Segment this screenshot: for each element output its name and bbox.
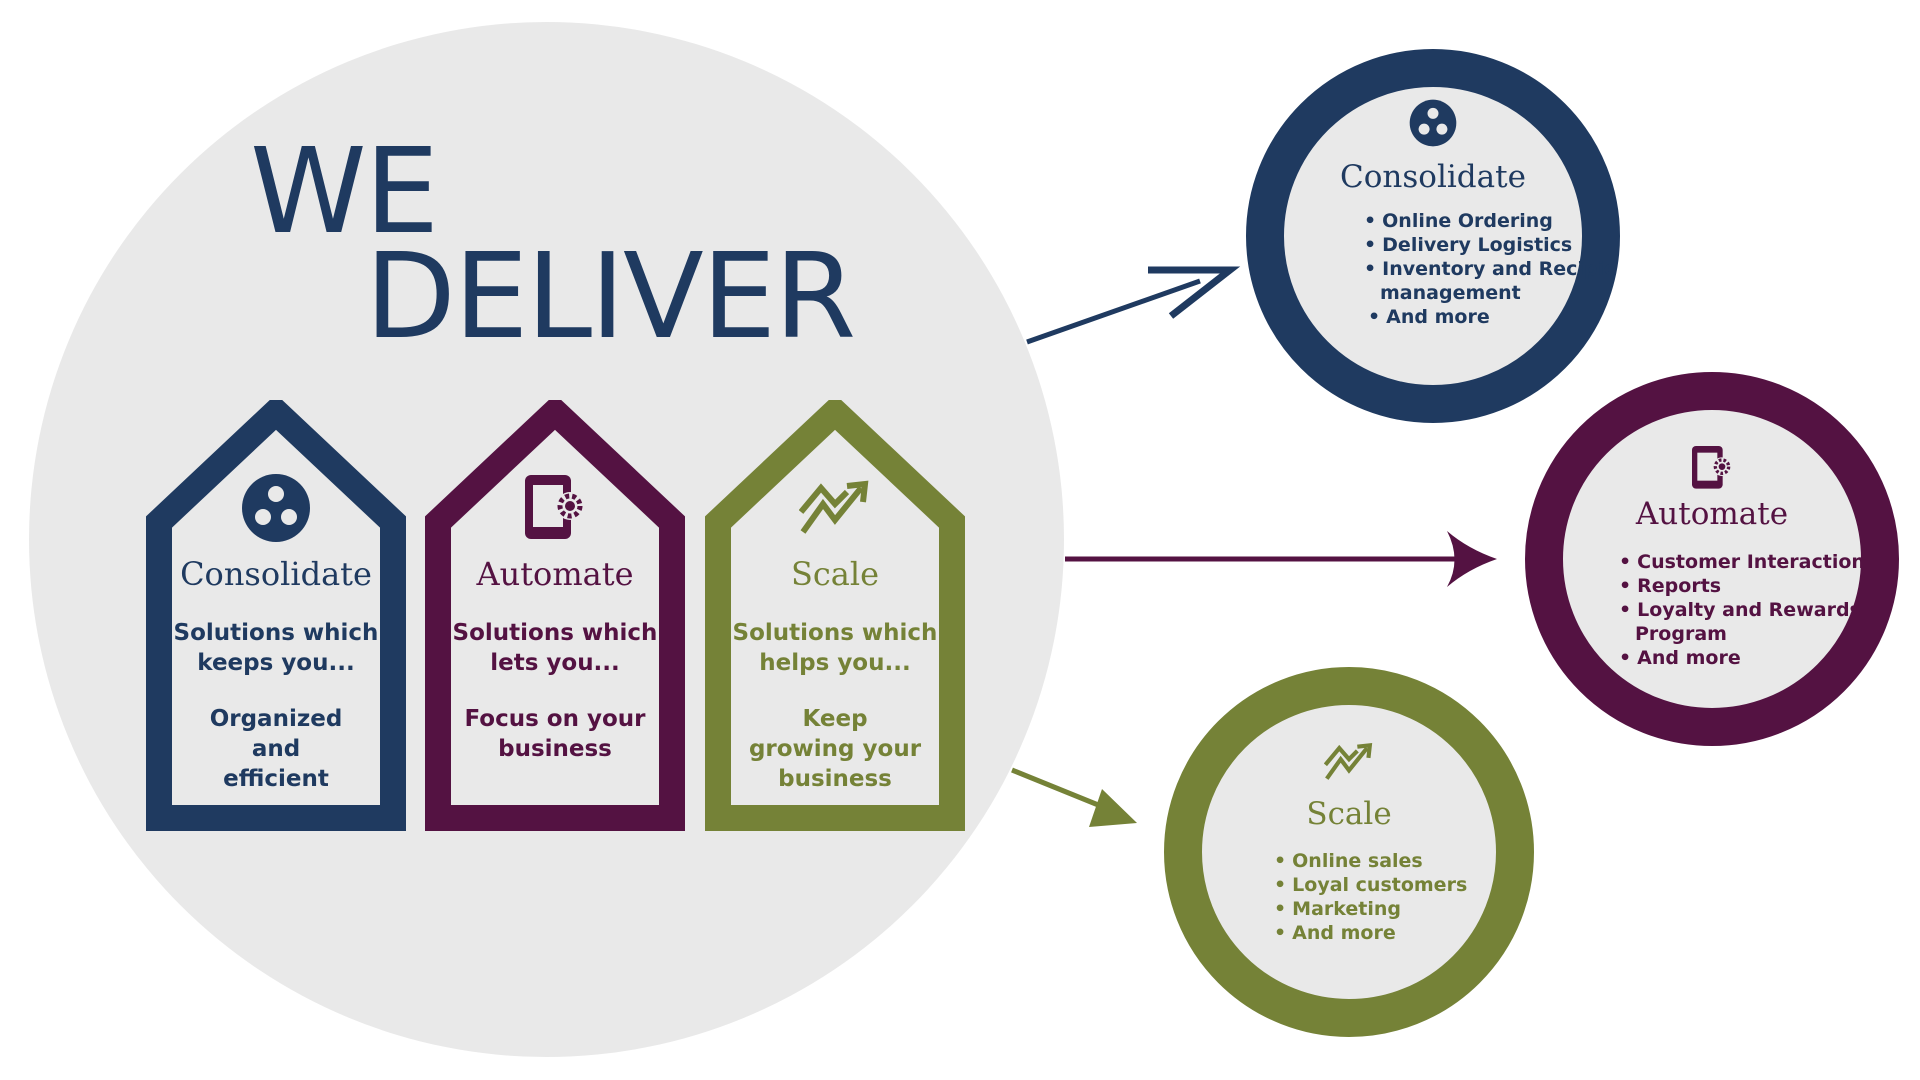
- list-item: •And more: [1619, 647, 1741, 669]
- outcome-automate-list: •Customer Interaction •Reports •Loyalty …: [1619, 550, 1865, 670]
- three-dots-circle-icon: [146, 470, 406, 545]
- list-item: •Online Ordering: [1364, 210, 1553, 232]
- list-item: •Loyal customers: [1274, 874, 1468, 896]
- house-consolidate: Consolidate Solutions which keeps you...…: [146, 400, 406, 832]
- three-dots-circle-icon: [1284, 99, 1582, 147]
- arrow-to-automate: [1065, 531, 1497, 587]
- house-automate-frame: [425, 400, 685, 831]
- outcome-automate: Automate •Customer Interaction •Reports …: [1525, 372, 1899, 746]
- house-scale-frame: [705, 400, 965, 831]
- list-item: •Marketing: [1274, 898, 1401, 920]
- list-item: •And more: [1274, 922, 1396, 944]
- tablet-gear-icon: [425, 470, 685, 545]
- house-scale-result: Keep growing your business: [748, 706, 922, 792]
- list-item: •Customer Interaction: [1619, 551, 1865, 573]
- outcome-consolidate: Consolidate •Online Ordering •Delivery L…: [1246, 49, 1620, 423]
- outcome-scale: Scale •Online sales •Loyal customers •Ma…: [1164, 667, 1534, 1037]
- house-automate-subtitle: Solutions which lets you...: [452, 620, 658, 676]
- outcome-scale-list: •Online sales •Loyal customers •Marketin…: [1274, 849, 1467, 945]
- house-automate-result: Focus on your business: [464, 706, 646, 762]
- house-automate-title: Automate: [476, 555, 634, 593]
- house-automate: Automate Solutions which lets you... Foc…: [425, 400, 685, 832]
- house-scale: Scale Solutions which helps you... Keep …: [705, 400, 965, 832]
- list-item: •Reports: [1619, 575, 1722, 597]
- list-item: •Delivery Logistics: [1364, 234, 1573, 256]
- house-consolidate-result: Organized and efficient: [209, 706, 343, 792]
- outcome-automate-title: Automate: [1635, 496, 1789, 532]
- outcome-consolidate-list: •Online Ordering •Delivery Logistics •In…: [1364, 209, 1617, 329]
- house-scale-subtitle: Solutions which helps you...: [732, 620, 938, 676]
- growth-chart-icon: [1202, 741, 1496, 783]
- house-scale-title: Scale: [790, 555, 880, 593]
- house-consolidate-frame: [146, 400, 406, 831]
- house-consolidate-subtitle: Solutions which keeps you...: [173, 620, 379, 676]
- list-item: •And more: [1368, 306, 1490, 328]
- tablet-gear-icon: [1563, 444, 1861, 492]
- we-deliver-background-circle: [29, 22, 1064, 1057]
- list-item: •Online sales: [1274, 850, 1423, 872]
- outcome-consolidate-title: Consolidate: [1340, 159, 1526, 195]
- house-consolidate-title: Consolidate: [180, 555, 372, 593]
- arrow-to-scale: [1011, 767, 1137, 827]
- growth-chart-icon: [705, 470, 965, 545]
- arrow-to-consolidate: [1026, 266, 1241, 345]
- title-deliver: DELIVER: [365, 227, 856, 365]
- title-we: WE: [250, 122, 439, 260]
- outcome-scale-title: Scale: [1306, 796, 1392, 832]
